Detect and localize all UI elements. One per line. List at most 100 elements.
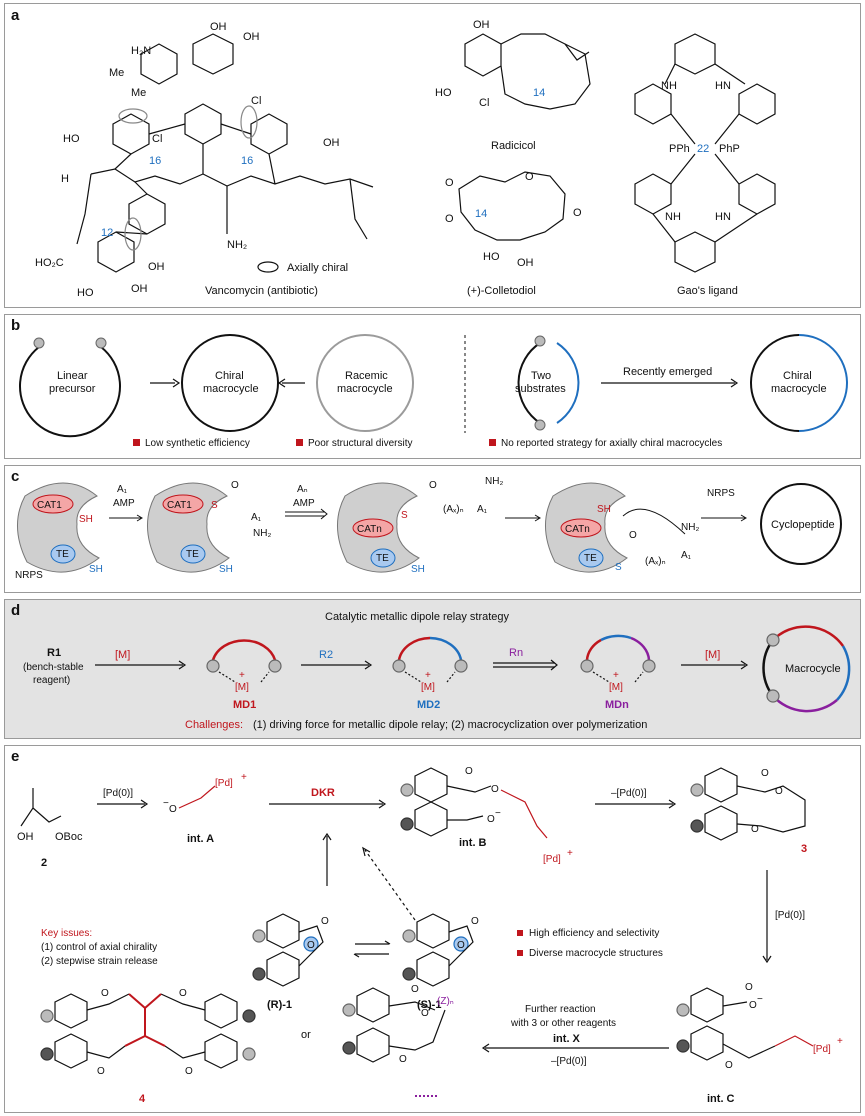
- c-step1-top: A₁: [117, 484, 128, 495]
- e-intX: int. X: [553, 1033, 581, 1045]
- vanco-legend: Axially chiral: [287, 262, 348, 274]
- c-te-b: TE: [186, 549, 199, 560]
- d-mdn: MDn: [605, 699, 629, 711]
- vanco-me1: Me: [109, 67, 124, 79]
- c-te-d: TE: [584, 553, 597, 564]
- e-intc-pd: [Pd]: [813, 1044, 831, 1055]
- c-sh-c: SH: [219, 564, 233, 575]
- e-key2: (2) stepwise strain release: [41, 956, 158, 967]
- panel-b-label: b: [11, 317, 21, 334]
- c-s-a: S: [211, 500, 218, 511]
- colletodiol-oh: OH: [517, 257, 534, 269]
- d-md2-plus: +: [425, 670, 431, 681]
- gao-php: PhP: [719, 143, 740, 155]
- vanco-caption: Vancomycin (antibiotic): [205, 285, 318, 297]
- e-intc-plus: +: [837, 1036, 843, 1047]
- c-te-a: TE: [56, 549, 69, 560]
- e-minus-pd0-2: –[Pd(0)]: [551, 1056, 587, 1067]
- panel-e-label: e: [11, 748, 20, 765]
- colletodiol-o2: O: [525, 171, 534, 183]
- vancomycin-structure: [76, 33, 374, 273]
- recently-emerged: Recently emerged: [623, 366, 712, 378]
- colletodiol-structure: [458, 171, 566, 241]
- e-s1-o2: O: [457, 940, 465, 951]
- e-bullet-2: Diverse macrocycle structures: [529, 948, 663, 959]
- c-sh-a: SH: [79, 514, 93, 525]
- c-step2-top: Aₙ: [297, 484, 308, 495]
- e-oboc: OBoc: [55, 831, 83, 843]
- gao-caption: Gao's ligand: [677, 285, 738, 297]
- note-1: Low synthetic efficiency: [145, 438, 250, 449]
- e-further1: Further reaction: [525, 1004, 596, 1015]
- panel-c-label: c: [11, 468, 20, 485]
- d-md2-m: [M]: [421, 682, 435, 693]
- e-intb-minus: −: [495, 808, 501, 819]
- vanco-oh1: OH: [210, 21, 227, 33]
- two-l2: substrates: [515, 383, 566, 395]
- vanco-oh4: OH: [148, 261, 165, 273]
- e-cmpd4: 4: [139, 1093, 146, 1105]
- vanco-ring1: 16: [149, 155, 161, 167]
- c-o-a: O: [231, 480, 239, 491]
- d-r1: R1: [47, 647, 61, 659]
- chiral2-l2: macrocycle: [771, 383, 827, 395]
- d-r1-sub1: (bench-stable: [23, 662, 84, 673]
- colletodiol-o3: O: [445, 213, 454, 225]
- chiral1-l2: macrocycle: [203, 383, 259, 395]
- e-4-o1: O: [101, 988, 109, 999]
- colletodiol-o4: O: [573, 207, 582, 219]
- panel-d-label: d: [11, 602, 21, 619]
- c-o-b: O: [429, 480, 437, 491]
- gao-ring: 22: [697, 143, 709, 155]
- e-cmpd2: 2: [41, 857, 47, 869]
- e-inta-pd: [Pd]: [215, 778, 233, 789]
- note-3: No reported strategy for axially chiral …: [501, 438, 722, 449]
- c-catn-b: CATn: [565, 524, 590, 535]
- panel-b: b Linear precursor Chiral macrocycle Rac…: [4, 314, 861, 459]
- panel-e: e OH OBoc 2 [Pd(0)] − O [Pd] + int. A DK…: [4, 745, 861, 1113]
- vanco-cl1: Cl: [152, 133, 162, 145]
- vanco-ring2: 16: [241, 155, 253, 167]
- two-l1: Two: [531, 370, 551, 382]
- d-macrocycle: Macrocycle: [785, 663, 841, 675]
- vanco-ho3: HO: [77, 287, 94, 299]
- e-intb-o3: O: [487, 814, 495, 825]
- chiral2-l1: Chiral: [783, 370, 812, 382]
- vanco-cl2: Cl: [251, 95, 261, 107]
- c-a1-b: A₁: [477, 504, 488, 515]
- e-s1: (S)-1: [417, 999, 441, 1011]
- vanco-oh5: OH: [131, 283, 148, 295]
- e-intc-minus: −: [757, 994, 763, 1005]
- linear-l1: Linear: [57, 370, 88, 382]
- panel-a: a HO OH OH H₂N Me Me Cl Cl OH H N: [4, 3, 861, 308]
- d-mdn-m: [M]: [609, 682, 623, 693]
- e-key-title: Key issues:: [41, 928, 92, 939]
- gao-pph: PPh: [669, 143, 690, 155]
- radicicol-ho: HO: [435, 87, 452, 99]
- e-inta-plus: +: [241, 772, 247, 783]
- e-intb-plus: +: [567, 848, 573, 859]
- vanco-ho1: HO: [63, 133, 80, 145]
- c-axn-a: (Aₓ)ₙ: [443, 504, 464, 515]
- e-r1-o2: O: [307, 940, 315, 951]
- e-further2: with 3 or other reagents: [510, 1018, 616, 1029]
- radicicol-oh: OH: [473, 19, 490, 31]
- racemic-l2: macrocycle: [337, 383, 393, 395]
- c-a1-c: A₁: [681, 550, 692, 561]
- gao-hn2: HN: [715, 211, 731, 223]
- e-gen-o3: O: [399, 1054, 407, 1065]
- chiral1-l1: Chiral: [215, 370, 244, 382]
- e-intc-o1: O: [745, 982, 753, 993]
- panel-e-diagram: OH OBoc 2 [Pd(0)] − O [Pd] + int. A DKR …: [17, 766, 843, 1105]
- e-intB: int. B: [459, 837, 487, 849]
- d-md1: MD1: [233, 699, 256, 711]
- e-key1: (1) control of axial chirality: [41, 942, 157, 953]
- e-intb-o1: O: [465, 766, 473, 777]
- gao-nh1: NH: [661, 80, 677, 92]
- d-m1: [M]: [115, 649, 130, 661]
- radicicol-structure: [464, 33, 591, 110]
- e-4-o4: O: [185, 1066, 193, 1077]
- d-md1-m: [M]: [235, 682, 249, 693]
- e-gen-o2: O: [421, 1008, 429, 1019]
- e-inta-o: O: [169, 804, 177, 815]
